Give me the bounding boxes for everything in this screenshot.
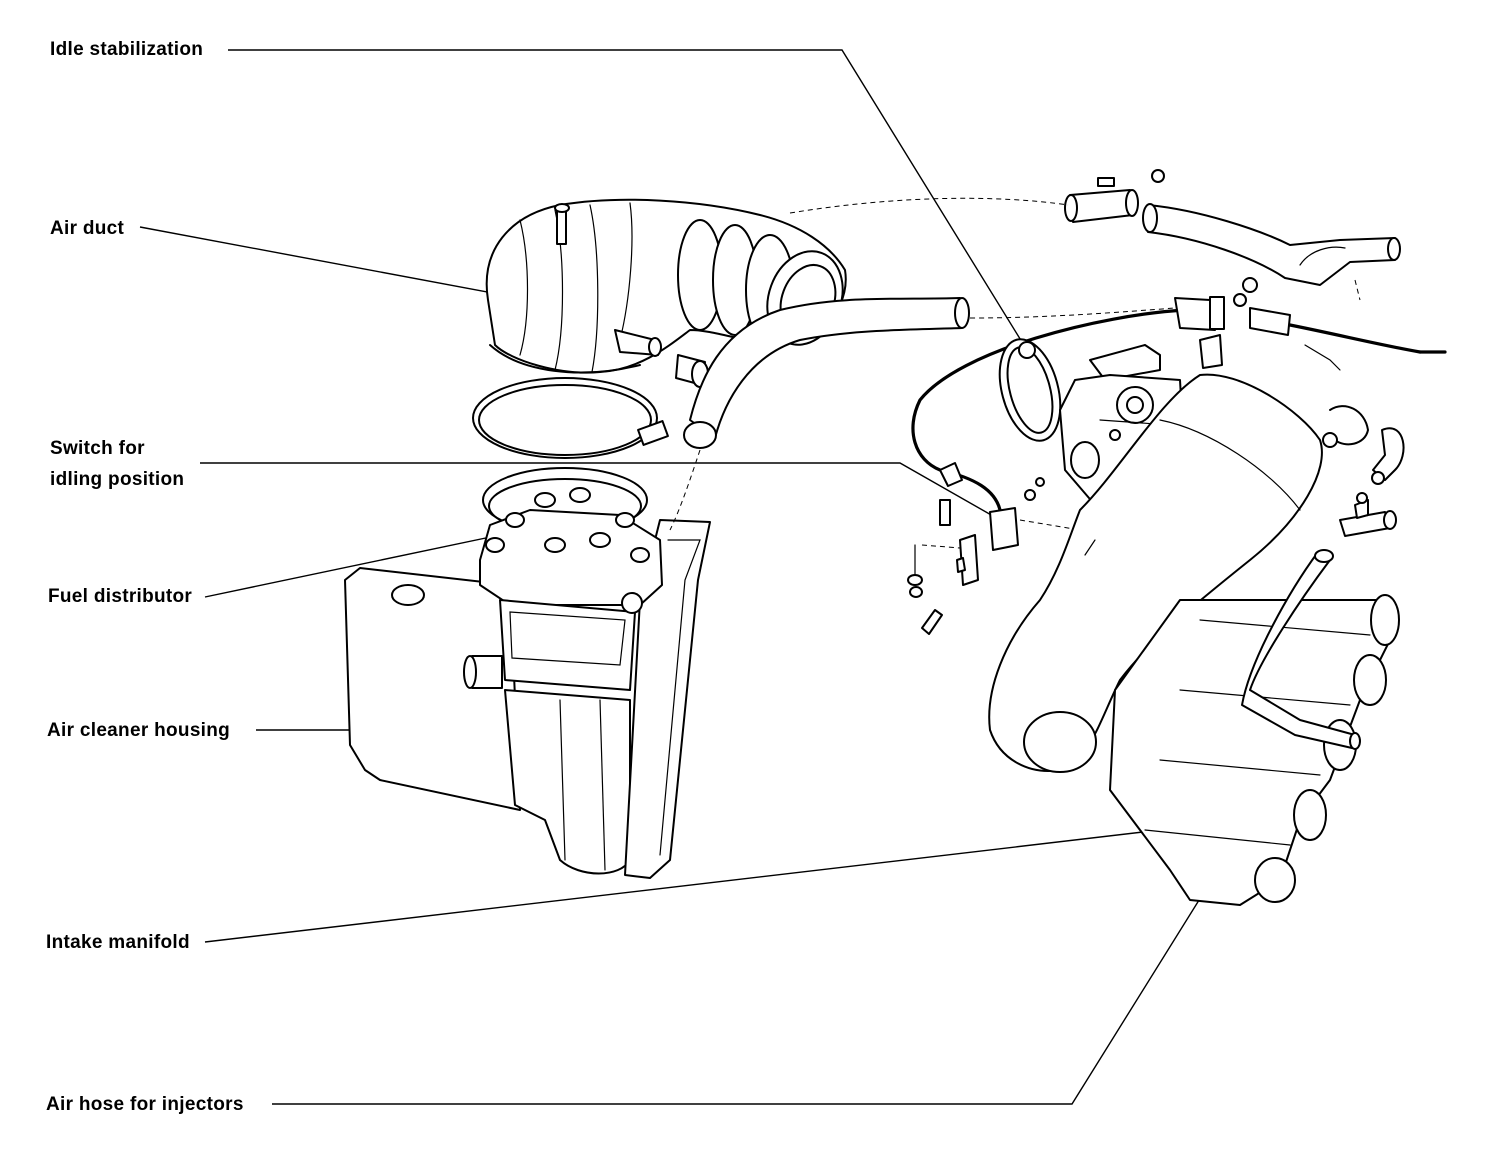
- label-fuel-distributor: Fuel distributor: [48, 586, 192, 607]
- air-duct-drawing: [485, 198, 847, 374]
- label-switch-idling-line1: Switch for: [50, 438, 145, 459]
- upper-hoses-drawing: [789, 169, 1401, 301]
- plug-drawing: [675, 354, 709, 388]
- leader-idle-stabilization: [228, 49, 1031, 356]
- intake-manifold-drawing: [988, 373, 1400, 906]
- hose-clamp-drawing: [472, 377, 669, 459]
- label-intake-manifold: Intake manifold: [46, 932, 190, 953]
- label-air-hose-injectors: Air hose for injectors: [46, 1094, 244, 1115]
- idle-stabilization-valve-drawing: [998, 338, 1062, 442]
- leader-intake-manifold: [204, 829, 1161, 943]
- label-air-cleaner-housing: Air cleaner housing: [47, 720, 230, 741]
- air-cleaner-housing-drawing: [344, 519, 711, 879]
- label-switch-idling-line2: idling position: [50, 469, 184, 490]
- label-air-duct: Air duct: [50, 218, 125, 239]
- idle-switch-parts-drawing: [907, 462, 1081, 635]
- leader-switch-idling: [200, 462, 1001, 521]
- wiring-drawing: [911, 277, 1447, 512]
- fuel-distributor-drawing: [463, 467, 663, 691]
- dashed-link-hose: [669, 449, 701, 531]
- leader-fuel-distributor: [204, 534, 501, 598]
- label-idle-stabilization: Idle stabilization: [50, 39, 203, 60]
- leader-air-duct: [139, 226, 531, 301]
- leader-lines: [139, 49, 1306, 1105]
- air-hose-curved-drawing: [683, 297, 970, 449]
- right-fittings-drawing: [1084, 405, 1405, 556]
